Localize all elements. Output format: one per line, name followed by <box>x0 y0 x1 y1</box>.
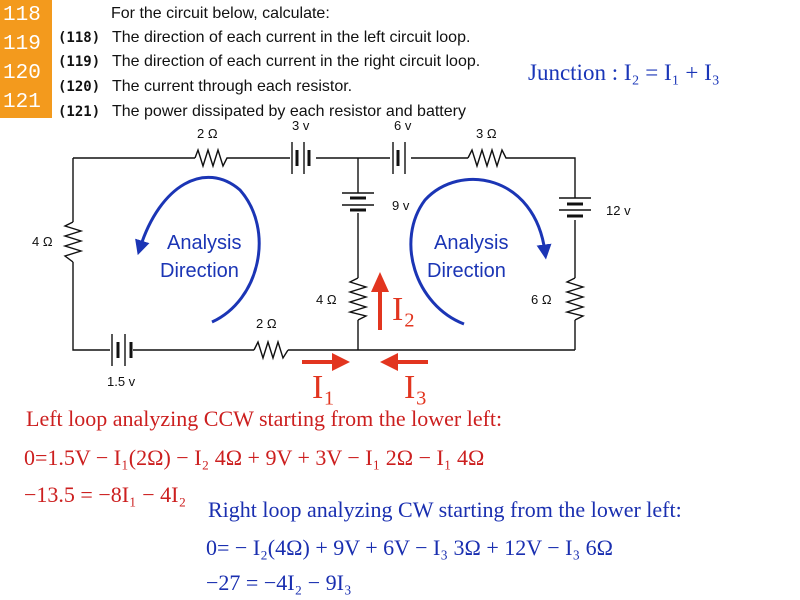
question-text: The power dissipated by each resistor an… <box>112 103 466 120</box>
current-arrow-i3 <box>380 353 428 371</box>
question-number: (121) <box>58 104 101 120</box>
left-analysis-label-2: Direction <box>160 260 239 282</box>
question-number: (120) <box>58 79 101 95</box>
right-analysis-label-2: Direction <box>427 260 506 282</box>
right-analysis-label-1: Analysis <box>434 232 508 254</box>
question-121: (121) The power dissipated by each resist… <box>58 103 466 121</box>
junction-equation: Junction : I₂ = I₁ + I₃ <box>528 60 720 85</box>
question-number-badges: 118 119 120 121 <box>0 0 52 118</box>
badge-120: 120 <box>3 62 41 85</box>
left-analysis-label-1: Analysis <box>167 232 241 254</box>
battery-top-right <box>392 142 406 174</box>
label-batt-top-right: 6 v <box>394 118 412 133</box>
intro-text: For the circuit below, calculate: <box>111 5 330 22</box>
question-number: (119) <box>58 54 101 70</box>
label-r-middle: 4 Ω <box>316 292 337 307</box>
right-loop-title: Right loop analyzing CW starting from th… <box>208 497 682 522</box>
question-text: The direction of each current in the rig… <box>112 53 481 70</box>
current-arrow-i1 <box>302 353 350 371</box>
question-120: (120) The current through each resistor. <box>58 78 352 96</box>
battery-bottom <box>111 334 133 366</box>
left-analysis-arrow <box>135 175 261 324</box>
question-118: (118) The direction of each current in th… <box>58 29 470 47</box>
resistor-bottom <box>253 339 289 361</box>
label-r-bottom: 2 Ω <box>256 316 277 331</box>
label-r-top-right: 3 Ω <box>476 126 497 141</box>
resistor-top-left <box>194 147 230 169</box>
resistor-left <box>62 221 84 263</box>
label-r-top-left: 2 Ω <box>197 126 218 141</box>
left-loop-equation-2: −13.5 = −8I₁ − 4I₂ <box>24 482 187 507</box>
right-loop-equation-2: −27 = −4I₂ − 9I₃ <box>206 570 352 595</box>
label-r-right: 6 Ω <box>531 292 552 307</box>
question-text: The direction of each current in the lef… <box>112 29 471 46</box>
question-119: (119) The direction of each current in th… <box>58 53 480 71</box>
label-batt-bottom: 1.5 v <box>107 374 136 389</box>
left-loop-title: Left loop analyzing CCW starting from th… <box>26 406 503 431</box>
label-batt-right: 12 v <box>606 203 631 218</box>
circuit-wires <box>72 157 576 351</box>
left-loop-equation-1: 0=1.5V − I₁(2Ω) − I₂ 4Ω + 9V + 3V − I₁ 2… <box>24 445 485 470</box>
current-arrow-i2 <box>371 272 389 330</box>
right-loop-equation-1: 0= − I₂(4Ω) + 9V + 6V − I₃ 3Ω + 12V − I₃… <box>206 535 614 560</box>
resistor-top-right <box>467 147 510 169</box>
label-batt-middle: 9 v <box>392 198 410 213</box>
current-label-i1: I₁ <box>312 369 335 406</box>
current-label-i2: I₂ <box>392 291 415 328</box>
badge-119: 119 <box>3 33 41 56</box>
label-r-left: 4 Ω <box>32 234 53 249</box>
right-analysis-arrow <box>409 177 552 326</box>
badge-118: 118 <box>3 4 41 27</box>
battery-top-left <box>291 142 311 174</box>
question-number: (118) <box>58 30 101 46</box>
question-text: The current through each resistor. <box>112 78 353 95</box>
battery-middle <box>342 192 374 212</box>
current-label-i3: I₃ <box>404 369 427 406</box>
battery-right <box>559 197 591 218</box>
resistor-right <box>564 277 586 321</box>
label-batt-top-left: 3 v <box>292 118 310 133</box>
resistor-middle <box>347 277 369 321</box>
badge-121: 121 <box>3 91 41 114</box>
